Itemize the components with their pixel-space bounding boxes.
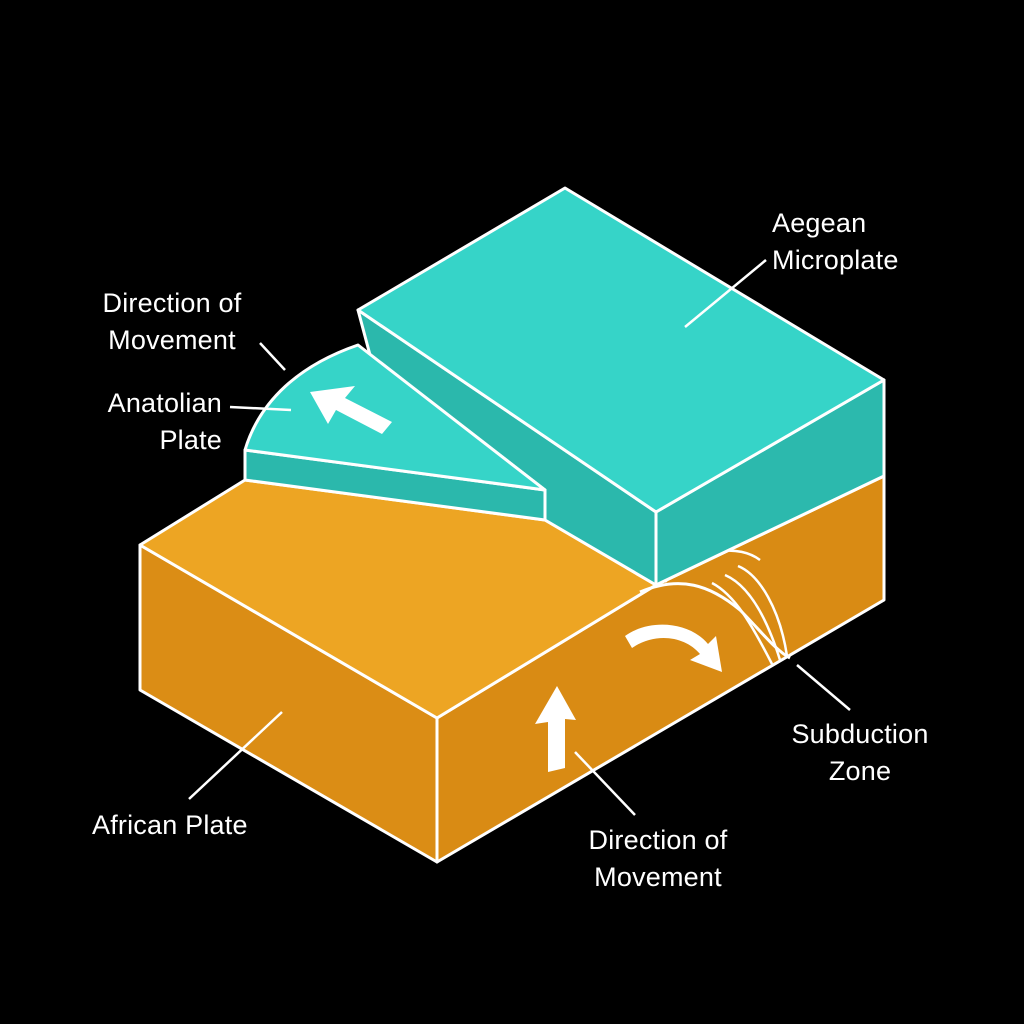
leader-aegean (684, 259, 767, 328)
label-subduction-line1: Subduction (791, 719, 929, 749)
african-movement-arrow (535, 686, 576, 772)
label-african-line1: African Plate (92, 810, 248, 840)
leader-lines (188, 259, 851, 816)
label-subduction-zone: Subduction Zone (770, 716, 950, 790)
leader-direction-top (259, 342, 286, 371)
leader-anatolian (229, 405, 292, 412)
label-direction-bottom-line2: Movement (594, 862, 722, 892)
leader-direction-bottom (574, 751, 636, 816)
label-direction-of-movement-bottom: Direction of Movement (568, 822, 748, 896)
anatolian-movement-arrow (310, 386, 392, 434)
anatolian-plate (243, 343, 547, 522)
label-subduction-line2: Zone (828, 756, 892, 786)
label-aegean-line2: Microplate (772, 245, 899, 275)
leader-african (188, 711, 283, 800)
label-direction-bottom-line1: Direction of (588, 825, 728, 855)
label-anatolian-plate: Anatolian Plate (72, 385, 222, 459)
label-aegean-microplate: Aegean Microplate (772, 205, 899, 279)
anatolian-top-face (243, 343, 547, 492)
label-aegean-line1: Aegean (772, 208, 867, 238)
label-direction-of-movement-top: Direction of Movement (82, 285, 262, 359)
label-anatolian-line1: Anatolian (107, 388, 222, 418)
subduction-curved-arrow (625, 624, 722, 672)
aegean-top-face (356, 186, 886, 514)
leader-subduction (796, 664, 851, 711)
label-anatolian-line2: Plate (159, 425, 222, 455)
label-direction-top-line1: Direction of (102, 288, 242, 318)
aegean-microplate (356, 186, 886, 587)
label-direction-top-line2: Movement (108, 325, 236, 355)
label-african-plate: African Plate (92, 807, 248, 844)
